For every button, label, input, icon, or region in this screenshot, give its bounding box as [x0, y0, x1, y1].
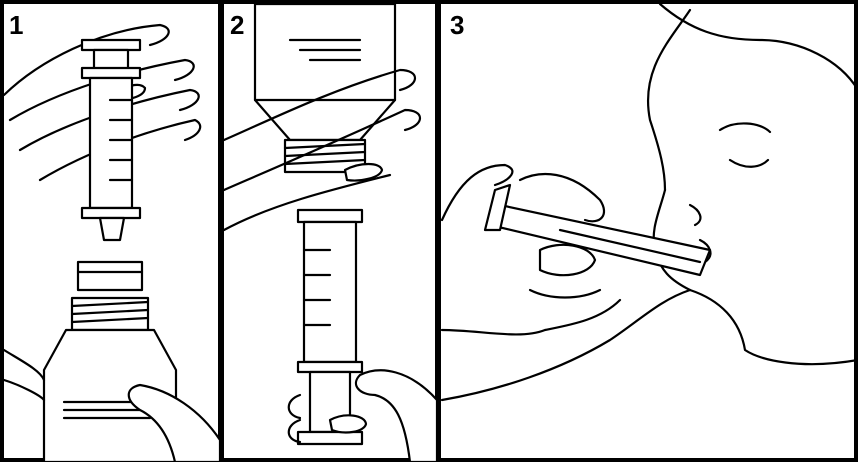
- hand-bottom-icon: [2, 348, 222, 462]
- syringe-icon: [80, 38, 142, 242]
- syringe-filled-icon: [296, 208, 364, 446]
- syringe-in-mouth-icon: [483, 183, 712, 277]
- step-number-2: 2: [230, 10, 245, 40]
- hand-holding-syringe-icon: [440, 163, 692, 402]
- inverted-bottle-icon: [253, 2, 397, 174]
- step-number-3: 3: [450, 10, 465, 40]
- panel-3-art: [440, 2, 858, 402]
- panel-1-art: [2, 23, 222, 462]
- hand-holding-bottle-icon: [222, 68, 422, 232]
- bottle-adapter-icon: [42, 260, 178, 462]
- hand-pulling-plunger-icon: [287, 369, 439, 462]
- step-number-1: 1: [9, 10, 24, 40]
- panel-2-art: [222, 2, 439, 462]
- baby-face-icon: [647, 2, 858, 366]
